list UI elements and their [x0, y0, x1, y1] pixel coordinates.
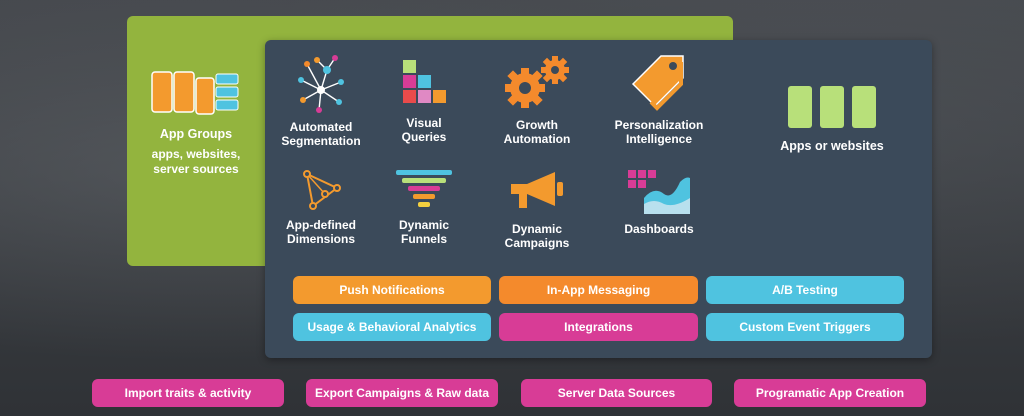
in-app-messaging-button[interactable]: In-App Messaging [499, 276, 698, 304]
feature-app-defined-dimensions: App-defined Dimensions [262, 168, 380, 246]
feature-label: Automated Segmentation [281, 120, 361, 148]
integrations-button[interactable]: Integrations [499, 313, 698, 341]
apps-or-websites-block: Apps or websites [768, 84, 896, 153]
programatic-app-creation-button[interactable]: Programatic App Creation [734, 379, 926, 407]
custom-event-triggers-button[interactable]: Custom Event Triggers [706, 313, 904, 341]
feature-personalization-intelligence: Personalization Intelligence [600, 54, 718, 146]
app-groups-icon [151, 71, 239, 115]
feature-dynamic-campaigns: Dynamic Campaigns [478, 170, 596, 250]
feature-label: Visual Queries [401, 116, 447, 144]
app-groups-subtitle: apps, websites, server sources [151, 147, 241, 176]
visual-queries-blocks-icon [403, 60, 446, 103]
feature-label: Personalization Intelligence [614, 118, 704, 146]
feature-label: Dynamic Funnels [398, 218, 450, 246]
dashboard-chart-icon [628, 170, 690, 214]
apps-icon [788, 86, 876, 128]
app-groups-block: App Groups apps, websites, server source… [127, 70, 265, 177]
apps-label: Apps or websites [780, 139, 884, 153]
push-notifications-button[interactable]: Push Notifications [293, 276, 491, 304]
usage-behavioral-analytics-button[interactable]: Usage & Behavioral Analytics [293, 313, 491, 341]
megaphone-icon [511, 172, 563, 208]
feature-automated-segmentation: Automated Segmentation [262, 54, 380, 148]
feature-label: App-defined Dimensions [286, 218, 356, 246]
feature-growth-automation: Growth Automation [478, 54, 596, 146]
price-tags-icon [631, 55, 684, 111]
feature-visual-queries: Visual Queries [365, 58, 483, 144]
dimensions-triangle-icon [303, 170, 341, 210]
feature-dashboards: Dashboards [600, 168, 718, 236]
app-groups-title: App Groups [159, 127, 233, 141]
funnel-icon [396, 170, 452, 207]
feature-label: Dynamic Campaigns [504, 222, 570, 250]
export-campaigns-button[interactable]: Export Campaigns & Raw data [306, 379, 498, 407]
feature-dynamic-funnels: Dynamic Funnels [365, 168, 483, 246]
import-traits-button[interactable]: Import traits & activity [92, 379, 284, 407]
server-data-sources-button[interactable]: Server Data Sources [521, 379, 712, 407]
feature-label: Growth Automation [503, 118, 571, 146]
feature-label: Dashboards [624, 222, 694, 236]
segmentation-network-icon [298, 55, 344, 113]
gears-icon [505, 56, 569, 108]
ab-testing-button[interactable]: A/B Testing [706, 276, 904, 304]
